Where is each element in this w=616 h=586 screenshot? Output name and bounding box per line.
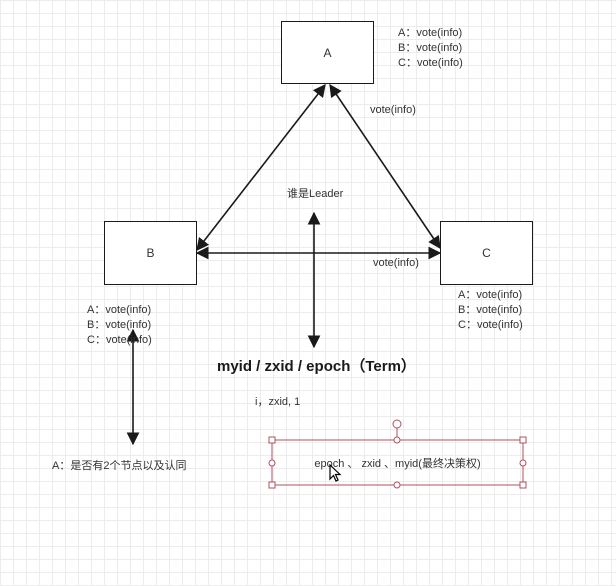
vote-item: A：vote(info) [87,304,152,316]
node-a[interactable]: A [281,21,374,84]
node-b[interactable]: B [104,221,197,285]
selected-text-content: epoch 、 zxid 、myid(最终决策权) [314,457,481,470]
node-a-label: A [323,45,332,60]
vote-item: B：vote(info) [398,42,463,54]
vote-item: B：vote(info) [458,304,523,316]
votes-a[interactable]: A：vote(info) B：vote(info) C：vote(info) [398,26,463,71]
mouse-cursor-icon [329,464,342,482]
vote-tuple-note[interactable]: i，zxid, 1 [255,396,301,408]
votes-c[interactable]: A：vote(info) B：vote(info) C：vote(info) [458,288,523,333]
vote-item: C：vote(info) [458,319,523,331]
who-is-leader-label[interactable]: 谁是Leader [287,188,344,200]
resize-handle-w[interactable] [268,459,276,467]
resize-handle-sw[interactable] [268,481,276,489]
selected-text-shape[interactable]: epoch 、 zxid 、myid(最终决策权) [272,440,523,485]
resize-handle-s[interactable] [393,481,401,489]
votes-b[interactable]: A：vote(info) B：vote(info) C：vote(info) [87,303,152,348]
vote-item: C：vote(info) [87,334,152,346]
vote-item: A：vote(info) [398,27,463,39]
resize-handle-ne[interactable] [519,436,527,444]
edge-a-b[interactable] [196,83,326,252]
resize-handle-n[interactable] [393,436,401,444]
edge-label-b-c[interactable]: vote(info) [373,257,419,269]
vote-item: A：vote(info) [458,289,523,301]
selection-box[interactable] [268,419,527,489]
node-b-label: B [146,246,155,260]
edge-a-c[interactable] [329,83,441,250]
vote-item: C：vote(info) [398,57,463,69]
edge-label-a-c[interactable]: vote(info) [370,104,416,116]
rotate-handle[interactable] [392,419,402,429]
node-c-label: C [482,246,491,260]
resize-handle-se[interactable] [519,481,527,489]
vote-item: B：vote(info) [87,319,152,331]
resize-handle-nw[interactable] [268,436,276,444]
quorum-note[interactable]: A：是否有2个节点以及认同 [52,460,187,472]
resize-handle-e[interactable] [519,459,527,467]
election-criteria-title[interactable]: myid / zxid / epoch（Term） [217,358,416,375]
node-c[interactable]: C [440,221,533,285]
